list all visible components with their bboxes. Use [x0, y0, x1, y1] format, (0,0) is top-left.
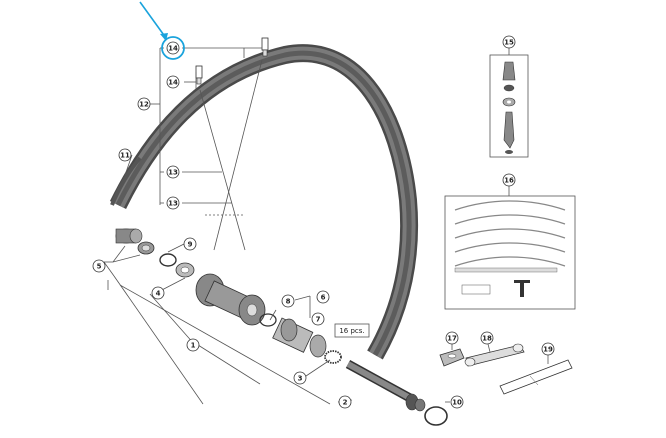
- callout-10: 10: [450, 395, 464, 409]
- callout-14-mid: 14: [166, 75, 180, 89]
- svg-text:12: 12: [139, 101, 149, 109]
- callout-6: 6: [316, 290, 330, 304]
- svg-text:6: 6: [321, 294, 326, 302]
- callout-5: 5: [92, 259, 106, 273]
- o-ring-9: [159, 253, 177, 267]
- spoke-nipple-top: [261, 37, 269, 57]
- end-cap-left: [115, 228, 143, 244]
- tool-17: [439, 348, 465, 367]
- callout-8: 8: [281, 294, 295, 308]
- decal-sheet: [444, 195, 576, 310]
- callout-2: 2: [338, 395, 352, 409]
- spoke-nipple-mid: [195, 65, 203, 85]
- lock-ring: [175, 262, 195, 278]
- svg-text:2: 2: [343, 399, 348, 407]
- callout-13-lower: 13: [166, 196, 180, 210]
- callout-9: 9: [183, 237, 197, 251]
- pcs-label-box: 16 pcs.: [334, 323, 370, 338]
- svg-text:13: 13: [168, 169, 178, 177]
- thru-axle: [345, 360, 426, 412]
- highlight-arrow: [139, 1, 167, 39]
- leader-lines-spokes: [124, 47, 262, 205]
- svg-text:8: 8: [286, 298, 291, 306]
- callout-12: 12: [137, 97, 151, 111]
- svg-text:4: 4: [156, 290, 161, 298]
- svg-text:1: 1: [191, 342, 196, 350]
- rim-tape: [110, 156, 142, 206]
- callout-7: 7: [311, 312, 325, 326]
- svg-text:15: 15: [504, 39, 514, 47]
- svg-text:5: 5: [97, 263, 102, 271]
- callout-3: 3: [293, 371, 307, 385]
- tool-18: [464, 343, 525, 367]
- rim: [109, 44, 419, 360]
- svg-text:9: 9: [188, 241, 193, 249]
- callout-16: 16: [502, 173, 516, 187]
- svg-text:11: 11: [120, 152, 130, 160]
- callout-13-upper: 13: [166, 165, 180, 179]
- o-ring-10: [424, 406, 448, 426]
- svg-text:10: 10: [452, 399, 462, 407]
- callout-17: 17: [445, 331, 459, 345]
- svg-text:3: 3: [298, 375, 303, 383]
- callout-18: 18: [480, 331, 494, 345]
- callout-15: 15: [502, 35, 516, 49]
- pcs-label: 16 pcs.: [339, 327, 364, 335]
- freehub-body: [272, 317, 327, 358]
- leader-lines-right: [451, 48, 549, 364]
- svg-text:14: 14: [168, 45, 178, 53]
- valve-strip: [499, 359, 573, 395]
- callout-1: 1: [186, 338, 200, 352]
- svg-text:16: 16: [504, 177, 514, 185]
- svg-text:14: 14: [168, 79, 178, 87]
- spokes: [199, 59, 263, 251]
- hub-shell: [195, 273, 266, 326]
- leader-lines-hub: [103, 243, 450, 405]
- pawl-ring: [324, 350, 342, 364]
- svg-text:13: 13: [168, 200, 178, 208]
- tubeless-valve-box: [489, 54, 529, 158]
- svg-text:19: 19: [543, 346, 553, 354]
- callout-14-highlighted: 14: [161, 36, 185, 60]
- svg-text:17: 17: [447, 335, 457, 343]
- svg-text:18: 18: [482, 335, 492, 343]
- svg-text:7: 7: [316, 316, 321, 324]
- bearing-left: [137, 241, 155, 255]
- callout-11: 11: [118, 148, 132, 162]
- callout-19: 19: [541, 342, 555, 356]
- o-ring-7: [259, 313, 277, 327]
- callout-4: 4: [151, 286, 165, 300]
